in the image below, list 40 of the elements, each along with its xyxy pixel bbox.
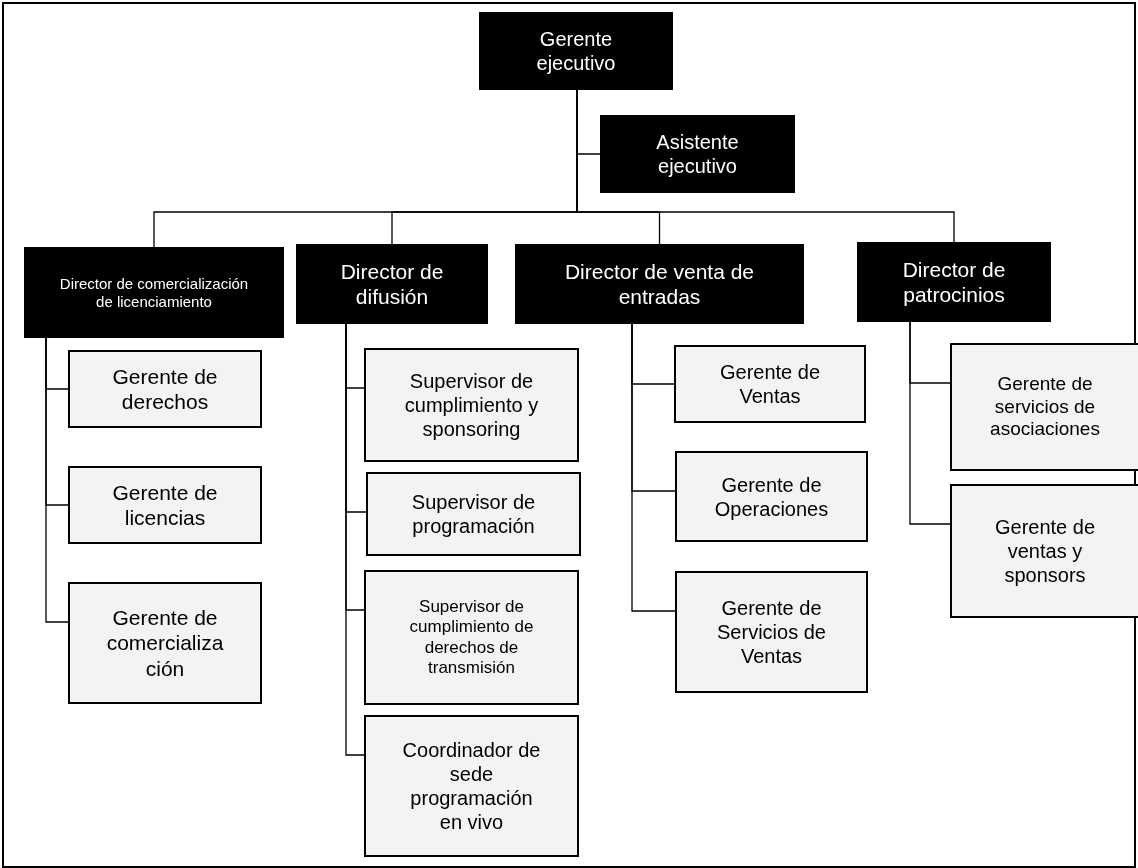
position-title: Supervisor de programación — [410, 490, 537, 538]
connector-line — [909, 321, 951, 525]
position-box — [68, 350, 262, 428]
position-title: Director de difusión — [339, 258, 445, 310]
director-box — [857, 242, 1051, 322]
position-title: Gerente de licencias — [111, 479, 219, 531]
position-box — [68, 466, 262, 544]
position-title: Director de venta de entradas — [563, 258, 756, 310]
director-box — [296, 244, 488, 324]
position-title: Supervisor de cumplimiento de derechos de transmisión — [408, 596, 535, 679]
position-title: Gerente de Servicios de Ventas — [716, 596, 827, 668]
position-box — [364, 715, 579, 857]
position-box — [68, 582, 262, 704]
position-title: Asistente ejecutivo — [655, 130, 740, 178]
position-box — [674, 345, 866, 423]
position-title: Gerente ejecutivo — [535, 27, 617, 75]
position-box — [950, 484, 1138, 618]
position-title: Director de patrocinios — [901, 256, 1007, 308]
connector-line — [45, 337, 69, 623]
position-box — [950, 343, 1138, 471]
position-box — [366, 472, 581, 556]
position-title: Gerente de ventas y sponsors — [993, 515, 1097, 587]
position-title: Gerente de Operaciones — [713, 472, 830, 521]
position-box — [364, 570, 579, 705]
director-box — [479, 12, 673, 90]
director-box — [600, 115, 795, 193]
position-title: Coordinador de sede programación en vivo — [401, 738, 542, 834]
position-title: Gerente de derechos — [111, 363, 219, 415]
position-title: Supervisor de cumplimiento y sponsoring — [403, 369, 540, 441]
connector-line — [345, 323, 365, 756]
position-title: Gerente de comercializa ción — [105, 605, 225, 681]
position-box — [675, 451, 868, 542]
position-title: Gerente de Ventas — [718, 360, 822, 408]
position-box — [675, 571, 868, 693]
connector-line — [631, 323, 676, 612]
position-title: Director de comercialización de licenciamiento — [58, 274, 250, 311]
director-box — [24, 247, 284, 338]
position-title: Gerente de servicios de asociaciones — [989, 372, 1101, 442]
director-box — [515, 244, 804, 324]
position-box — [364, 348, 579, 462]
